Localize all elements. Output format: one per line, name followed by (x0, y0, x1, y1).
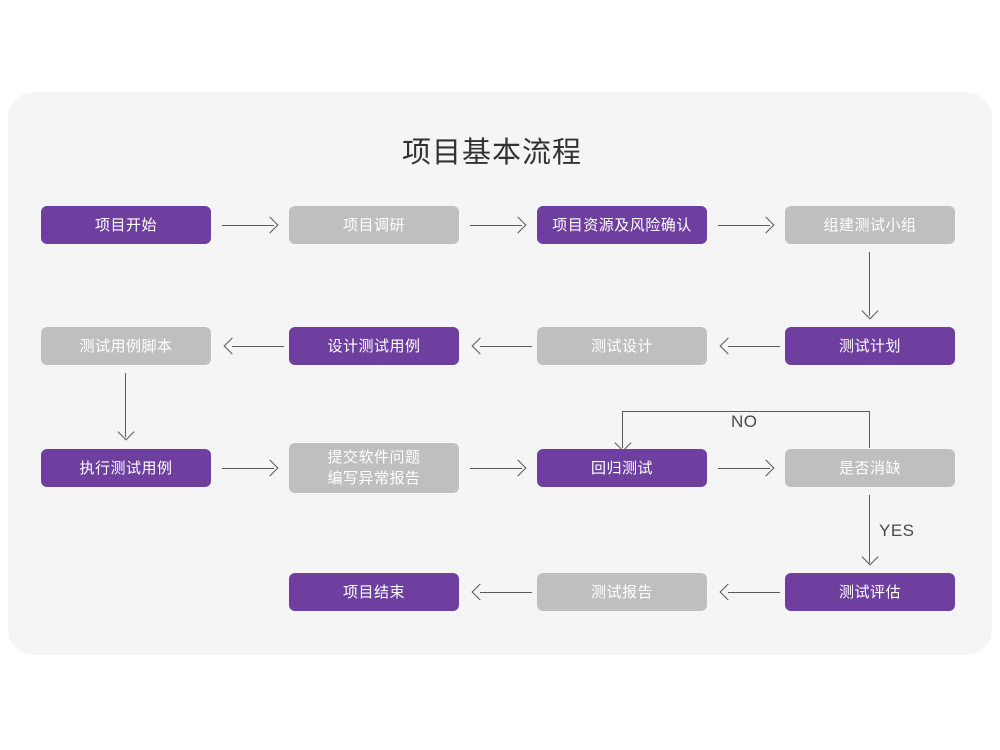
connector-n14-n13 (480, 592, 532, 593)
node-regression-test[interactable]: 回归测试 (537, 449, 707, 487)
node-test-report[interactable]: 测试报告 (537, 573, 707, 611)
connector-n5-n9 (125, 373, 126, 437)
connector-n1-n2 (222, 225, 274, 226)
edge-label-yes: YES (879, 521, 915, 540)
node-design-test-cases[interactable]: 设计测试用例 (289, 327, 459, 365)
node-submit-issue-report[interactable]: 提交软件问题 编写异常报告 (289, 443, 459, 493)
edge-label-no: NO (731, 412, 758, 431)
node-build-test-team[interactable]: 组建测试小组 (785, 206, 955, 244)
node-test-plan[interactable]: 测试计划 (785, 327, 955, 365)
connector-n3-n4 (718, 225, 770, 226)
connector-n7-n6 (480, 346, 532, 347)
node-test-case-script[interactable]: 测试用例脚本 (41, 327, 211, 365)
connector-no-loop-right-riser (869, 411, 870, 448)
page-title: 项目基本流程 (401, 137, 582, 169)
connector-n9-n10 (222, 468, 274, 469)
node-project-research[interactable]: 项目调研 (289, 206, 459, 244)
node-project-end[interactable]: 项目结束 (289, 573, 459, 611)
node-project-start[interactable]: 项目开始 (41, 206, 211, 244)
connector-n8-n7 (728, 346, 780, 347)
connector-no-loop-top (622, 411, 870, 412)
node-test-design[interactable]: 测试设计 (537, 327, 707, 365)
connector-n12-n15 (869, 495, 870, 563)
node-resource-risk-confirm[interactable]: 项目资源及风险确认 (537, 206, 707, 244)
node-test-evaluation[interactable]: 测试评估 (785, 573, 955, 611)
connector-n10-n11 (470, 468, 522, 469)
connector-n15-n14 (728, 592, 780, 593)
connector-n2-n3 (470, 225, 522, 226)
connector-no-loop-left-drop (622, 411, 623, 448)
node-execute-test-cases[interactable]: 执行测试用例 (41, 449, 211, 487)
connector-n4-n8 (869, 252, 870, 316)
flowchart-card (8, 92, 992, 655)
node-defect-resolved[interactable]: 是否消缺 (785, 449, 955, 487)
connector-n6-n5 (232, 346, 284, 347)
connector-n11-n12 (718, 468, 770, 469)
